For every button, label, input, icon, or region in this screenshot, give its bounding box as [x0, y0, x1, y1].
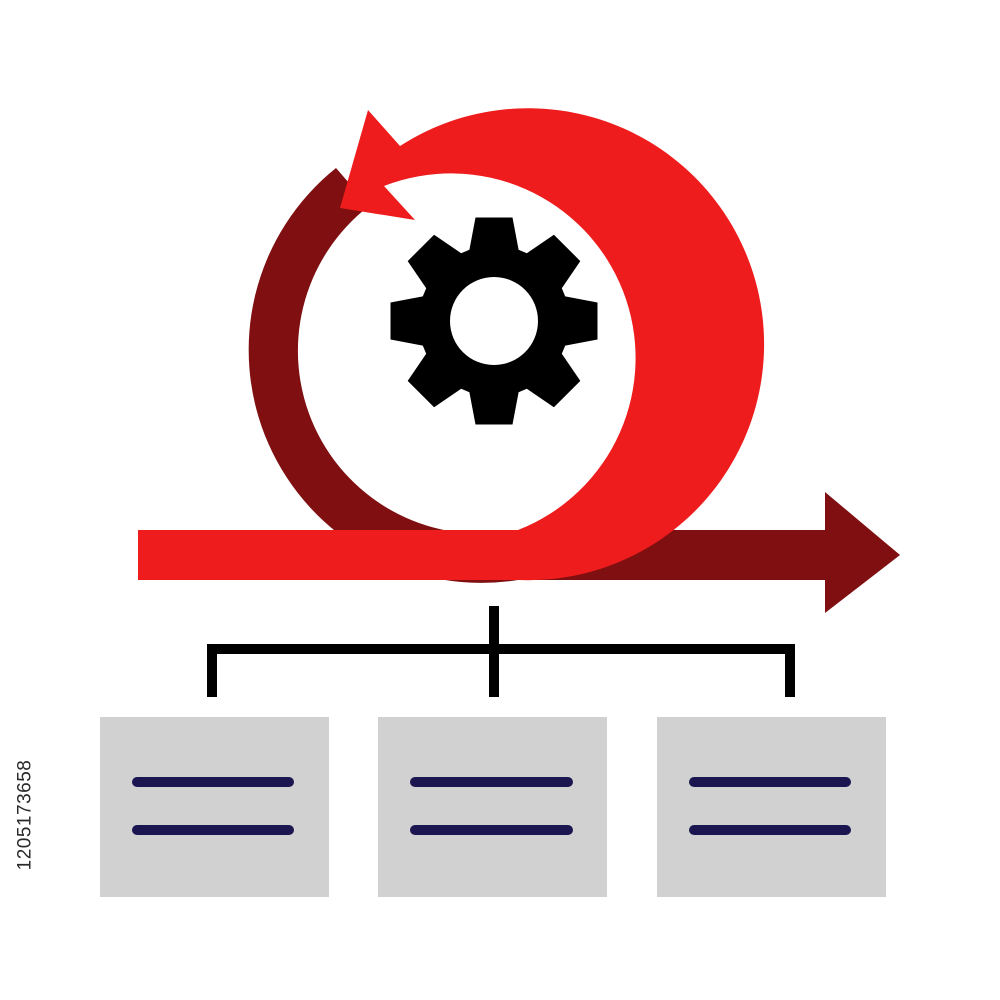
loop-exit-arrowhead [825, 492, 900, 613]
document-cards [100, 717, 886, 897]
card-background [100, 717, 329, 897]
loop-entry-bar [138, 530, 528, 580]
connector-bracket [207, 644, 795, 697]
loop-back-arc [248, 168, 518, 583]
card-background [378, 717, 607, 897]
side-id-text: 1205173658 [14, 759, 36, 871]
card-background [657, 717, 886, 897]
hierarchy-connector [207, 606, 795, 697]
card-left [100, 717, 329, 897]
gear-icon [390, 217, 598, 425]
card-middle [378, 717, 607, 897]
loop-front-arc [340, 108, 765, 581]
card-right [657, 717, 886, 897]
loop-front-section [138, 108, 765, 581]
side-id-label: 1205173658 [10, 700, 40, 930]
agile-loop-arrow-icon [138, 108, 900, 613]
